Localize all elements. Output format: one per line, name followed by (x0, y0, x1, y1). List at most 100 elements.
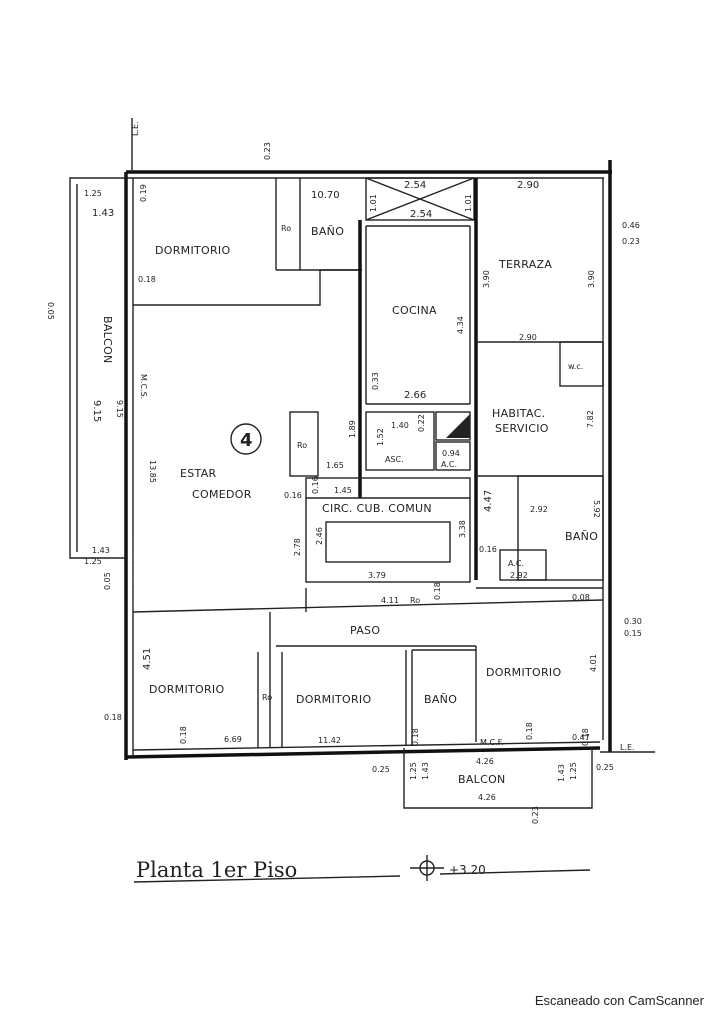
dim: 9.15 (115, 400, 124, 418)
room-dormitorio-bl: DORMITORIO (149, 683, 224, 696)
dim: 1.52 (376, 428, 385, 446)
dim: 1.65 (326, 461, 344, 470)
dim: 4.11 (381, 596, 399, 605)
room-bano-bc: BAÑO (424, 693, 457, 706)
dim: 1.25 (409, 762, 418, 780)
dim: 0.30 (624, 617, 642, 626)
dim: 2.54 (410, 209, 432, 220)
room-ro-top: Ro (281, 224, 291, 233)
room-comedor: COMEDOR (192, 488, 252, 501)
room-mcf: M.C.F. (480, 738, 503, 747)
room-terraza: TERRAZA (498, 258, 552, 271)
dim: 4.47 (483, 490, 494, 512)
dim: 0.47 (572, 733, 590, 742)
room-servicio: SERVICIO (495, 422, 549, 435)
dim: 2.90 (519, 333, 537, 342)
dim: 1.43 (92, 546, 110, 555)
dim: 0.18 (433, 582, 442, 600)
dim: 0.05 (46, 302, 55, 320)
dim: 1.25 (569, 762, 578, 780)
dim: 1.45 (334, 486, 352, 495)
plan-title: Planta 1er Piso (136, 858, 297, 882)
room-ro-paso: Ro (410, 596, 420, 605)
dim: 1.43 (92, 208, 114, 219)
room-ac-top: A.C. (441, 460, 457, 469)
dim: 2.92 (510, 571, 528, 580)
dim: 10.70 (311, 190, 340, 201)
dim: 0.94 (442, 449, 460, 458)
room-bano-top: BAÑO (311, 225, 344, 238)
dim: 1.89 (348, 420, 357, 438)
dim: 3.90 (482, 270, 491, 288)
dim: 0.23 (531, 806, 540, 824)
dim: 0.16 (284, 491, 302, 500)
scanner-watermark: Escaneado con CamScanner (534, 993, 704, 1008)
dim: 4.01 (589, 654, 598, 672)
dim: 0.18 (179, 726, 188, 744)
dim: 4.26 (476, 757, 494, 766)
partitions (132, 177, 604, 748)
room-circ: CIRC. CUB. COMUN (322, 502, 432, 515)
dim: 2.46 (315, 527, 324, 545)
room-asc: ASC. (385, 455, 404, 464)
dim: 0.25 (596, 763, 614, 772)
dim: 1.40 (391, 421, 409, 430)
walls (69, 118, 655, 809)
dim: 1.25 (84, 189, 102, 198)
dim: 2.66 (404, 390, 426, 401)
dim: 3.90 (587, 270, 596, 288)
dim: 0.25 (372, 765, 390, 774)
room-labels: DORMITORIO BAÑO Ro TERRAZA COCINA w.c. B… (101, 224, 598, 786)
dim: 0.46 (622, 221, 640, 230)
dim: 0.15 (624, 629, 642, 638)
dim: 5.92 (592, 500, 601, 518)
dim: 0.33 (371, 372, 380, 390)
room-ro-mid: Ro (297, 441, 307, 450)
dim: 7.82 (586, 410, 595, 428)
room-balcon-left: BALCON (101, 316, 114, 364)
dimensions: 0.23 L.E. 1.25 0.19 1.43 10.70 2.54 2.54… (46, 121, 642, 824)
dim: 2.78 (293, 538, 302, 556)
dim: 0.23 (622, 237, 640, 246)
room-balcon-bottom: BALCON (458, 773, 506, 786)
dim: 9.15 (91, 400, 102, 422)
dim: 0.19 (139, 184, 148, 202)
dim: L.E. (620, 743, 635, 752)
dim: 13.85 (148, 460, 157, 483)
dim: 0.16 (479, 545, 497, 554)
room-wc: w.c. (568, 362, 583, 371)
dim: 0.18 (104, 713, 122, 722)
dim: 0.18 (525, 722, 534, 740)
room-dormitorio-top: DORMITORIO (155, 244, 230, 257)
dim: 0.18 (411, 728, 420, 746)
dim: 3.38 (458, 520, 467, 538)
dim: 4.51 (142, 648, 153, 670)
room-ro-bl: Ro (262, 693, 272, 702)
dim: 0.22 (417, 414, 426, 432)
dim: 2.54 (404, 180, 426, 191)
dim: L.E. (131, 121, 140, 136)
room-paso: PASO (350, 624, 380, 637)
dim: 1.43 (557, 764, 566, 782)
plan-level: +3.20 (449, 863, 486, 877)
dim: 0.23 (263, 142, 272, 160)
title-decor (133, 855, 591, 883)
room-habitac: HABITAC. (492, 407, 545, 420)
dim: 0.08 (572, 593, 590, 602)
dim: 4.26 (478, 793, 496, 802)
dim: 0.18 (138, 275, 156, 284)
room-ac-bottom: A.C. (508, 559, 524, 568)
dim: 1.01 (369, 194, 378, 212)
dim: 1.43 (421, 762, 430, 780)
dim: 0.05 (103, 572, 112, 590)
dim: 2.90 (517, 180, 539, 191)
room-dormitorio-br: DORMITORIO (486, 666, 561, 679)
dim: 1.25 (84, 557, 102, 566)
dim: 4.34 (456, 316, 465, 334)
dim: 3.79 (368, 571, 386, 580)
dim: 6.69 (224, 735, 242, 744)
dim: 2.92 (530, 505, 548, 514)
unit-number: 4 (240, 430, 253, 451)
room-cocina: COCINA (392, 304, 437, 317)
